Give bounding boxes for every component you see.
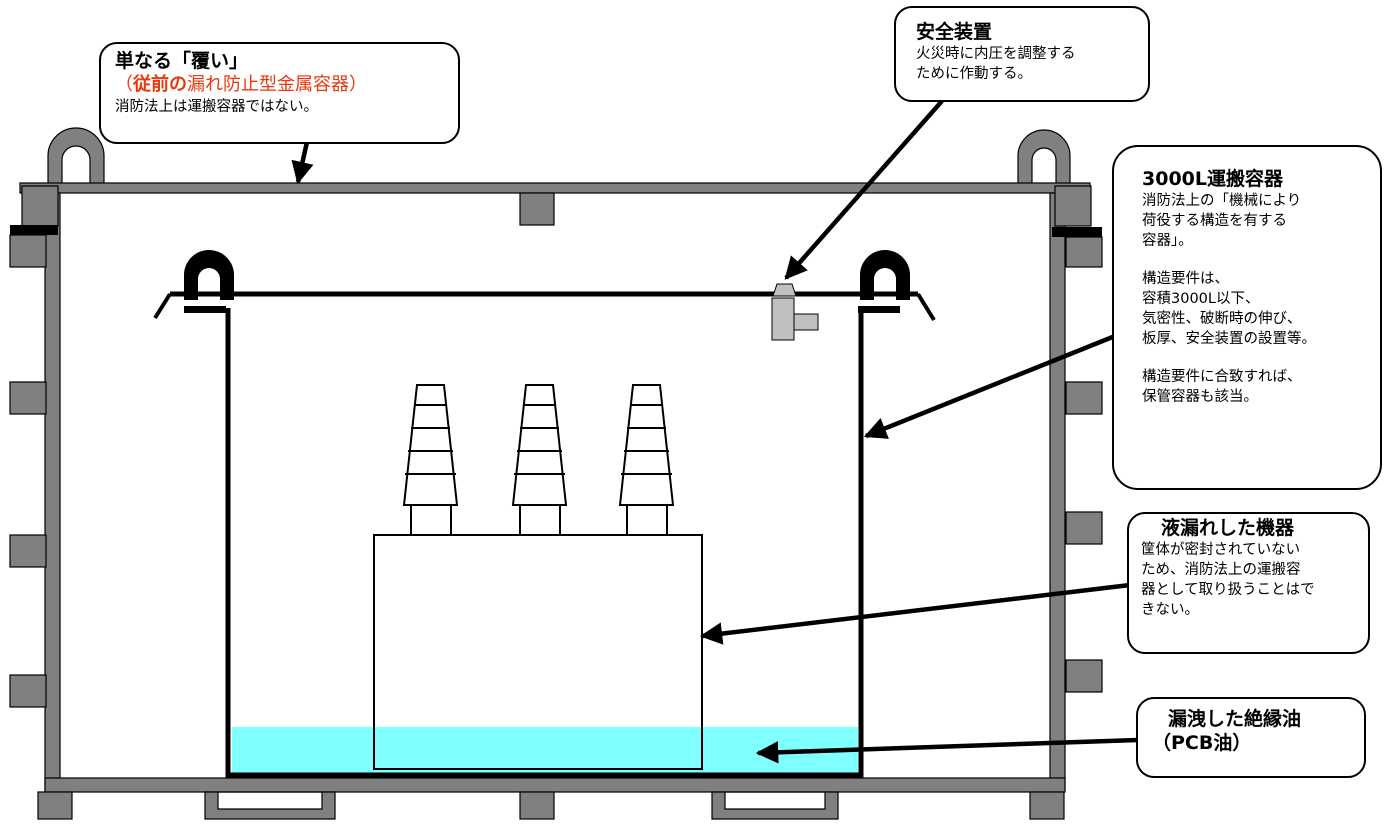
- foot: [37, 791, 73, 820]
- right-block: [1065, 511, 1103, 545]
- safety-device-line2: ために作動する。: [916, 66, 1032, 82]
- left-block: [9, 674, 47, 708]
- callout-leaked-equipment: 液漏れした機器 筐体が密封されていない ため、消防法上の運搬容 器として取り扱う…: [1127, 512, 1370, 654]
- top-center-tab: [519, 192, 555, 226]
- left-lifting-ring: [47, 127, 105, 187]
- right-block: [1065, 381, 1103, 415]
- container-para1-line: 消防法上の「機械により: [1142, 193, 1302, 209]
- left-block: [9, 234, 47, 268]
- right-wall: [1049, 192, 1066, 791]
- safety-device-port: [793, 313, 819, 331]
- oil-title: 漏洩した絶縁油: [1168, 708, 1302, 730]
- cover-title: 単なる「覆い」: [115, 50, 249, 72]
- left-block: [21, 185, 59, 227]
- bottom-base: [44, 777, 1066, 793]
- container-para2-line: 容積3000L以下、: [1142, 291, 1260, 307]
- container-para1-line: 荷役する構造を有する: [1142, 213, 1287, 229]
- container-para3-line: 構造要件に合致すれば、: [1142, 369, 1302, 385]
- arrow-container: [863, 329, 1126, 439]
- equipment-line: 筐体が密封されていない: [1141, 542, 1301, 558]
- outer-cover-frame: [9, 127, 1103, 820]
- top-lid: [19, 182, 1091, 194]
- arrow-safety-device: [784, 99, 944, 280]
- equipment-line: ため、消防法上の運搬容: [1141, 562, 1301, 578]
- container-para1-line: 容器」。: [1142, 233, 1193, 249]
- safety-device-body: [771, 297, 795, 341]
- lug-base-left: [184, 306, 226, 313]
- container-lug-left: [184, 250, 234, 300]
- equipment-title: 液漏れした機器: [1161, 517, 1295, 539]
- lug-base-right: [858, 306, 900, 313]
- container-walls: [225, 308, 864, 778]
- leaked-equipment: [373, 384, 703, 770]
- leader-arrows: [291, 99, 1139, 764]
- callout-container-3000l: 3000L運搬容器 消防法上の「機械により 荷役する構造を有する 容器」。 構造…: [1112, 145, 1382, 490]
- arrow-oil: [755, 737, 1139, 764]
- left-seal-band: [10, 225, 58, 235]
- bushing: [511, 384, 568, 536]
- safety-device-title: 安全装置: [916, 21, 993, 43]
- cover-note: 消防法上は運搬容器ではない。: [115, 99, 318, 115]
- arrow-cover: [291, 141, 314, 185]
- right-block: [1065, 236, 1103, 268]
- container-lug-right: [860, 250, 910, 300]
- container-para3-line: 保管容器も該当。: [1142, 389, 1258, 405]
- oil-overlay-on-equipment: [375, 727, 701, 768]
- cover-red-bold: 従前の: [133, 74, 187, 95]
- foot: [519, 791, 555, 820]
- left-block: [9, 534, 47, 568]
- container-para2-line: 構造要件は、: [1142, 271, 1229, 287]
- cover-subtitle: （従前の漏れ防止型金属容器）: [115, 73, 444, 97]
- lid-flange-right: [916, 292, 936, 322]
- cover-paren-open: （: [115, 74, 133, 95]
- equipment-line: 器として取り扱うことはで: [1141, 582, 1315, 598]
- callout-cover: 単なる「覆い」 （従前の漏れ防止型金属容器） 消防法上は運搬容器ではない。: [99, 42, 460, 144]
- oil-subtitle: （PCB油）: [1152, 732, 1252, 754]
- safety-device-cap: [772, 283, 797, 297]
- container-para2-line: 気密性、破断時の伸び、: [1142, 311, 1302, 327]
- right-seal-band: [1052, 227, 1102, 237]
- forklift-pocket-left: [204, 791, 336, 820]
- callout-safety-device: 安全装置 火災時に内圧を調整する ために作動する。: [894, 6, 1150, 102]
- left-block: [9, 381, 47, 415]
- cover-red-normal: 漏れ防止型金属容器: [187, 74, 349, 95]
- left-wall: [44, 192, 61, 791]
- cover-paren-close: ）: [349, 74, 367, 95]
- bushing: [618, 384, 675, 536]
- callout-leaked-oil: 漏洩した絶縁油 （PCB油）: [1136, 697, 1366, 778]
- right-block: [1065, 659, 1103, 693]
- container-para2-line: 板厚、安全装置の設置等。: [1142, 331, 1316, 347]
- safety-device-line1: 火災時に内圧を調整する: [916, 46, 1076, 62]
- container-title: 3000L運搬容器: [1142, 168, 1283, 190]
- foot: [1029, 791, 1065, 820]
- forklift-pocket-right: [711, 791, 839, 820]
- lid-flange-left: [153, 292, 172, 320]
- right-lifting-ring: [1017, 129, 1071, 187]
- bushing: [402, 384, 459, 536]
- arrow-equipment: [699, 582, 1131, 645]
- equipment-line: きない。: [1141, 602, 1199, 618]
- right-block: [1054, 185, 1092, 227]
